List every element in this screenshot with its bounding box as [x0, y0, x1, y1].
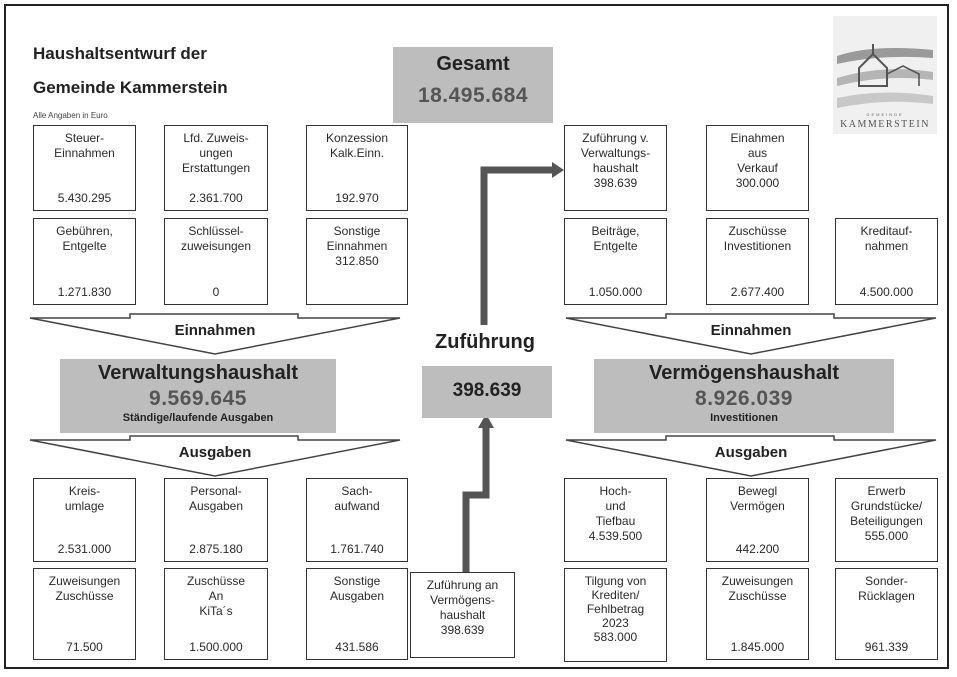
vm-ausgaben-chevron — [565, 435, 937, 477]
verwaltungshaushalt-title: Verwaltungshaushalt — [97, 362, 299, 384]
vw-ausgabe-sonstige: Sonstige Ausgaben 431.586 — [306, 568, 408, 660]
vw-einnahme-schluessel: Schlüssel- zuweisungen 0 — [164, 218, 268, 305]
zufuehrung-label: Zuführung — [435, 331, 535, 353]
vw-ausgabe-personal: Personal- Ausgaben 2.875.180 — [164, 478, 268, 562]
zufuehrung-box: 398.639 — [422, 366, 552, 418]
vw-einnahmen-label: Einnahmen — [174, 322, 256, 339]
gesamt-label: Gesamt — [436, 53, 510, 75]
logo-small-text: GEMEINDE — [866, 112, 904, 117]
vm-einnahme-zuschuesse: Zuschüsse Investitionen 2.677.400 — [706, 218, 809, 305]
vermoegenshaushalt-title: Vermögenshaushalt — [648, 362, 840, 384]
vm-ausgaben-label: Ausgaben — [714, 444, 788, 461]
vermoegenshaushalt-value: 8.926.039 — [695, 387, 793, 410]
verwaltungshaushalt-value: 9.569.645 — [149, 387, 247, 410]
gesamt-value: 18.495.684 — [417, 84, 529, 107]
gesamt-box: Gesamt 18.495.684 — [393, 47, 553, 123]
vm-einnahmen-label: Einnahmen — [710, 322, 792, 339]
logo-emblem-icon — [837, 44, 933, 108]
currency-note: Alle Angaben in Euro — [33, 111, 108, 120]
vm-einnahme-kredit: Kreditauf- nahmen 4.500.000 — [835, 218, 938, 305]
vw-einnahme-zuweisungen: Lfd. Zuweis- ungen Erstattungen 2.361.70… — [164, 125, 268, 211]
vw-einnahme-steuer: Steuer- Einnahmen 5.430.295 — [33, 125, 136, 211]
vw-ausgabe-kreisumlage: Kreis- umlage 2.531.000 — [33, 478, 136, 562]
vw-ausgaben-chevron — [29, 435, 401, 477]
vermoegenshaushalt-box: Vermögenshaushalt 8.926.039 Investitione… — [594, 359, 894, 433]
title-line1: Haushaltsentwurf der — [33, 44, 207, 63]
vm-einnahme-beitraege: Beiträge, Entgelte 1.050.000 — [564, 218, 667, 305]
verwaltungshaushalt-subtitle: Ständige/laufende Ausgaben — [122, 412, 274, 424]
vm-ausgabe-tilgung: Tilgung von Krediten/ Fehlbetrag 2023 58… — [564, 568, 667, 662]
vm-einnahme-verkauf: Einahmen aus Verkauf 300.000 — [706, 125, 809, 211]
vw-ausgabe-kitas: Zuschüsse An KiTa´s 1.500.000 — [164, 568, 268, 660]
vm-ausgabe-grundstuecke: Erwerb Grundstücke/ Beteiligungen 555.00… — [835, 478, 938, 562]
vw-einnahme-gebuehren: Gebühren, Entgelte 1.271.830 — [33, 218, 136, 305]
vw-ausgabe-sachaufwand: Sach- aufwand 1.761.740 — [306, 478, 408, 562]
title-line2: Gemeinde Kammerstein — [33, 78, 228, 97]
vm-einnahme-zufuehrung: Zuführung v. Verwaltungs- haushalt 398.6… — [564, 125, 667, 211]
municipality-logo: GEMEINDE KAMMERSTEIN — [833, 16, 937, 134]
vw-einnahme-sonstige: Sonstige Einnahmen 312.850 — [306, 218, 408, 305]
vm-ausgabe-zuweisungen: Zuweisungen Zuschüsse 1.845.000 — [706, 568, 809, 660]
vw-ausgaben-label: Ausgaben — [178, 444, 252, 461]
logo-name: KAMMERSTEIN — [840, 119, 930, 130]
vw-ausgabe-zufuehrung: Zuführung an Vermögens- haushalt 398.639 — [410, 572, 515, 658]
verwaltungshaushalt-box: Verwaltungshaushalt 9.569.645 Ständige/l… — [60, 359, 336, 433]
vm-ausgabe-vermoegen: Bewegl Vermögen 442.200 — [706, 478, 809, 562]
vm-einnahmen-chevron — [565, 313, 937, 355]
vm-ausgabe-hochbau: Hoch- und Tiefbau 4.539.500 — [564, 478, 667, 562]
vm-ausgabe-ruecklagen: Sonder- Rücklagen 961.339 — [835, 568, 938, 660]
zufuehrung-value: 398.639 — [452, 380, 522, 401]
vw-einnahmen-chevron — [29, 313, 401, 355]
vw-ausgabe-zuweisungen: Zuweisungen Zuschüsse 71.500 — [33, 568, 136, 660]
vermoegenshaushalt-subtitle: Investitionen — [710, 412, 778, 424]
vw-einnahme-konzession: Konzession Kalk.Einn. 192.970 — [306, 125, 408, 211]
